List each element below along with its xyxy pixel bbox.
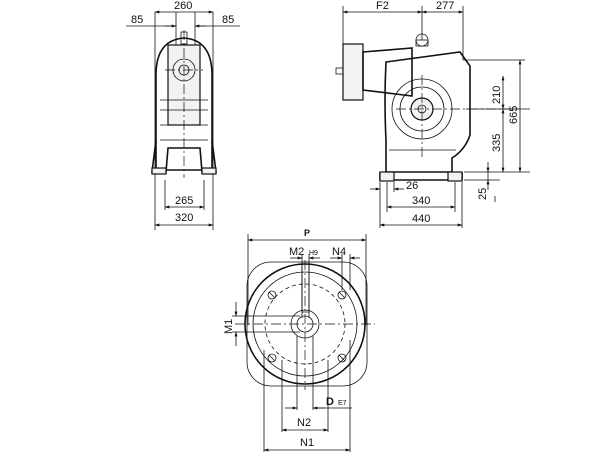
dim-85-right: 85 (222, 14, 234, 26)
dim-260: 260 (174, 0, 192, 12)
dim-265: 265 (175, 195, 193, 207)
label-D: D (326, 396, 334, 408)
label-N1: N1 (300, 437, 314, 449)
dim-340: 340 (412, 195, 430, 207)
dim-665: 665 (508, 106, 520, 124)
dim-320: 320 (175, 212, 193, 224)
flange-view: P M2 H9 N4 (223, 228, 375, 452)
front-view: F2 277 210 665 (335, 0, 530, 228)
dim-85-left: 85 (131, 14, 143, 26)
dim-26: 26 (406, 180, 418, 192)
label-M1: M1 (223, 319, 235, 334)
dim-277: 277 (436, 0, 454, 12)
label-M2: M2 (289, 246, 304, 258)
label-N4: N4 (332, 246, 346, 258)
dim-335: 335 (491, 134, 503, 152)
dim-25: 25 (477, 188, 489, 200)
label-P: P (304, 228, 310, 238)
dim-210: 210 (491, 86, 503, 104)
dim-F2: F2 (376, 0, 389, 12)
label-E7: E7 (338, 400, 347, 407)
dim-440: 440 (412, 213, 430, 225)
label-N2: N2 (297, 417, 311, 429)
side-view: 260 85 85 265 320 (126, 0, 240, 230)
label-H9: H9 (309, 250, 318, 257)
